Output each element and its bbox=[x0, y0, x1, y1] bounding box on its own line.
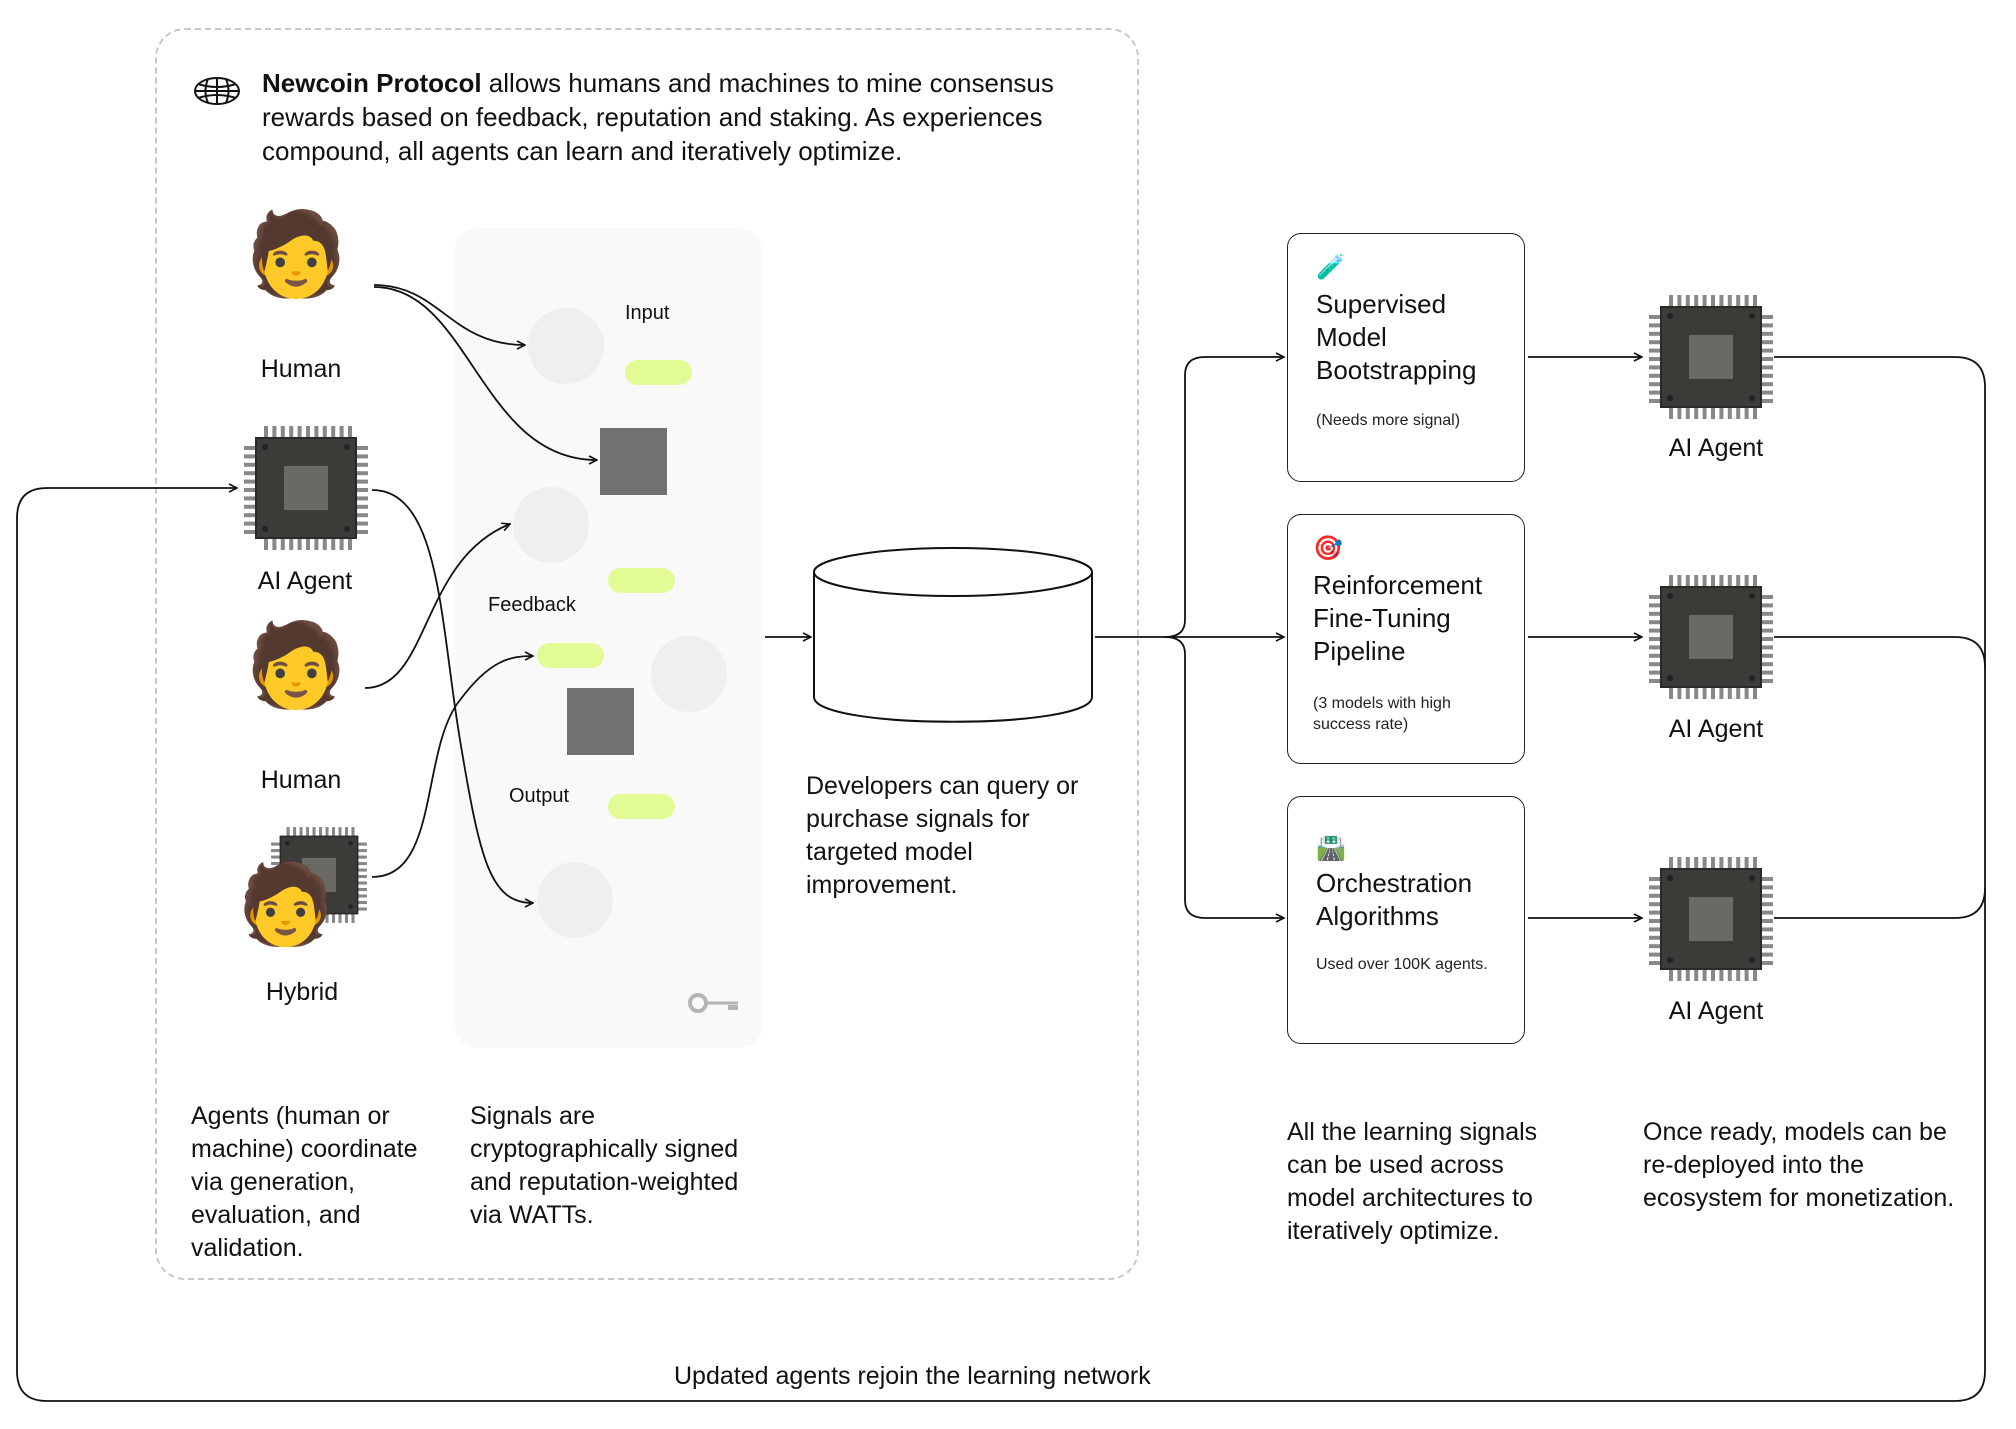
node-circle bbox=[651, 636, 727, 712]
human-avatar: 🧑 bbox=[245, 207, 348, 302]
protocol-name: Newcoin Protocol bbox=[262, 68, 482, 98]
connector bbox=[1164, 636, 1284, 918]
connector bbox=[1164, 357, 1284, 638]
feedback-label: Feedback bbox=[488, 594, 576, 616]
globe-icon bbox=[194, 77, 240, 105]
chip-icon bbox=[1649, 857, 1773, 981]
agent-label: Human bbox=[260, 355, 342, 383]
node-circle bbox=[513, 487, 589, 563]
intro-body: allows humans and machines to mine conse… bbox=[262, 68, 1054, 166]
loop-caption: Updated agents rejoin the learning netwo… bbox=[674, 1362, 1151, 1390]
memory-label-line1: Shared Epistemic bbox=[856, 627, 1050, 653]
chip-icon bbox=[1649, 295, 1773, 419]
output-agent-label: AI Agent bbox=[1668, 715, 1764, 743]
loop-connector bbox=[1774, 636, 1986, 668]
pipeline-card-orchestration[interactable]: 🛣️ Orchestration Algorithms Used over 10… bbox=[1287, 796, 1525, 1044]
deploy-caption: Once ready, models can be re-deployed in… bbox=[1643, 1118, 1955, 1212]
chip-icon bbox=[1649, 575, 1773, 699]
signal-pill bbox=[537, 643, 604, 668]
signals-panel bbox=[455, 228, 762, 1048]
human-avatar: 🧑 bbox=[245, 618, 348, 713]
memory-label: Shared Epistemic Memory bbox=[825, 622, 1081, 694]
pipeline-title: Supervised Model Bootstrapping bbox=[1316, 289, 1477, 385]
pipeline-card-reinforcement[interactable]: 🎯 Reinforcement Fine-Tuning Pipeline (3 … bbox=[1287, 514, 1525, 764]
output-agent-label: AI Agent bbox=[1668, 434, 1764, 462]
agent-label: AI Agent bbox=[257, 567, 353, 595]
chip-icon bbox=[244, 426, 368, 550]
intro-text: Newcoin Protocol allows humans and machi… bbox=[262, 66, 1122, 168]
agent-label: Hybrid bbox=[265, 978, 339, 1006]
memory-caption: Developers can query or purchase signals… bbox=[806, 772, 1079, 899]
input-label: Input bbox=[625, 302, 670, 324]
agent-label: Human bbox=[260, 766, 342, 794]
node-circle bbox=[528, 308, 604, 384]
target-icon: 🎯 bbox=[1313, 535, 1343, 562]
node-square bbox=[567, 688, 634, 755]
pipeline-note: Used over 100K agents. bbox=[1316, 956, 1488, 973]
learning-caption: All the learning signals can be used acr… bbox=[1287, 1118, 1538, 1245]
signals-caption: Signals are cryptographically signed and… bbox=[470, 1102, 739, 1229]
signal-pill bbox=[625, 360, 692, 385]
pipeline-title: Reinforcement Fine-Tuning Pipeline bbox=[1313, 570, 1483, 666]
output-agent-label: AI Agent bbox=[1668, 997, 1764, 1025]
output-label: Output bbox=[509, 785, 570, 807]
node-square bbox=[600, 428, 667, 495]
pipeline-note: (Needs more signal) bbox=[1316, 412, 1461, 429]
agents-caption: Agents (human or machine) coordinate via… bbox=[191, 1102, 418, 1262]
node-circle bbox=[537, 862, 613, 938]
test-tube-icon: 🧪 bbox=[1316, 254, 1346, 281]
motorway-icon: 🛣️ bbox=[1316, 835, 1346, 862]
loop-connector bbox=[1774, 887, 1986, 919]
signal-pill bbox=[608, 568, 675, 593]
pipeline-card-supervised[interactable]: 🧪 Supervised Model Bootstrapping (Needs … bbox=[1287, 233, 1525, 482]
hybrid-person-avatar: 🧑 bbox=[237, 860, 335, 950]
key-icon bbox=[688, 993, 738, 1013]
memory-label-line2: Memory bbox=[908, 663, 998, 689]
pipeline-title: Orchestration Algorithms bbox=[1316, 868, 1473, 931]
pipeline-note: (3 models with high success rate) bbox=[1313, 695, 1451, 733]
signal-pill bbox=[608, 794, 675, 819]
